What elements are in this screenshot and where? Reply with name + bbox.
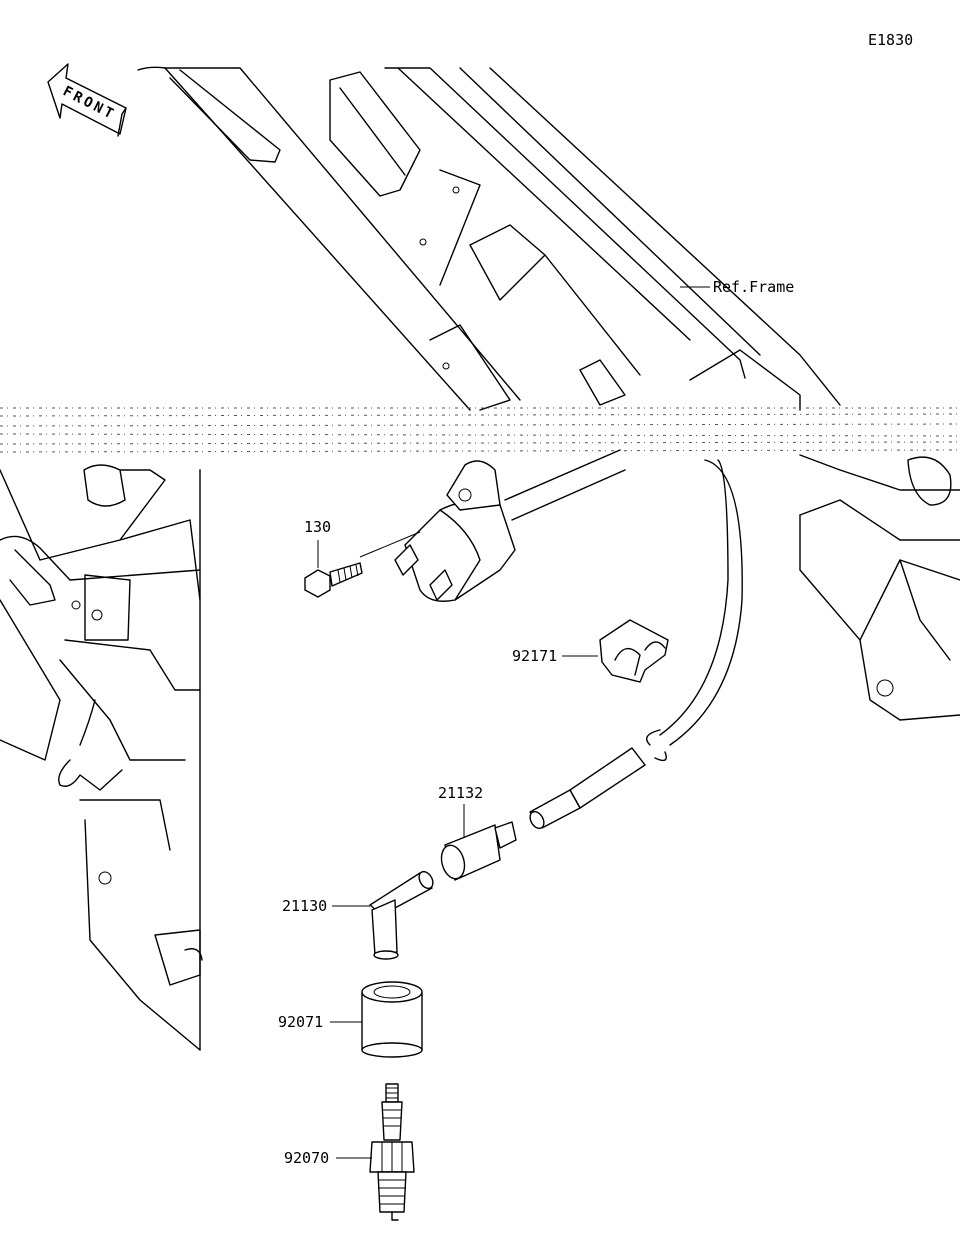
- frame-outline: [137, 66, 841, 411]
- front-arrow-icon: FRONT: [47, 63, 127, 137]
- scan-noise-band: [0, 407, 960, 453]
- ignition-coil: [359, 449, 626, 602]
- lower-left-frame: [0, 464, 203, 1051]
- cap-cover: [361, 981, 423, 1058]
- bolt: [304, 562, 363, 598]
- cap-boot: [440, 821, 517, 881]
- spark-plug: [369, 1083, 415, 1221]
- part-label-21130: 21130: [282, 897, 327, 915]
- lower-right-frame: [799, 454, 960, 721]
- part-label-21132: 21132: [438, 784, 483, 802]
- clamp: [599, 619, 669, 683]
- part-label-92071: 92071: [278, 1013, 323, 1031]
- diagram-id: E1830: [868, 31, 913, 49]
- part-label-92171: 92171: [512, 647, 557, 665]
- spark-plug-lead: [529, 459, 743, 830]
- ref-frame-label: Ref.Frame: [713, 278, 794, 296]
- plug-cap: [369, 870, 434, 960]
- part-label-92070: 92070: [284, 1149, 329, 1167]
- part-label-130: 130: [304, 518, 331, 536]
